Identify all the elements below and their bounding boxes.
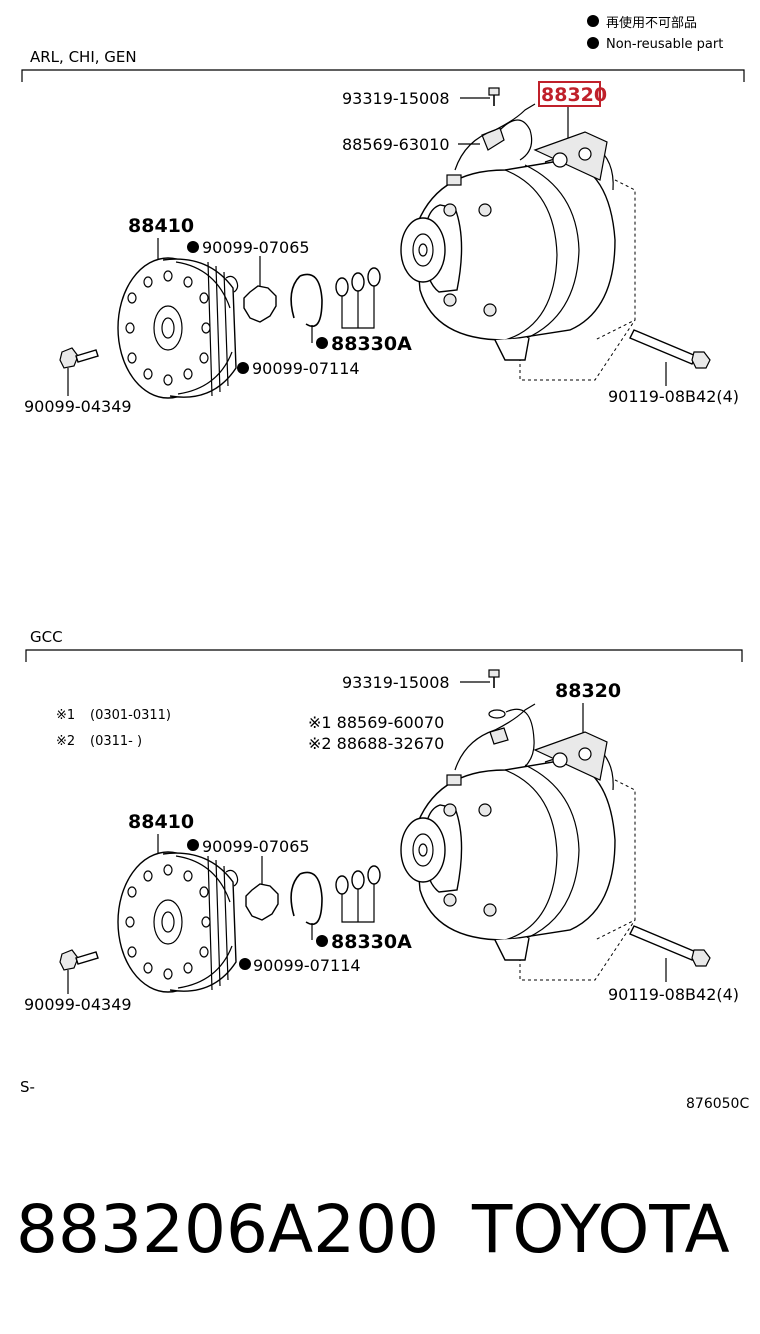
snap-ring-icon xyxy=(243,285,277,323)
shim-set-icon xyxy=(335,267,381,329)
pulley-drawing xyxy=(117,257,239,399)
shim-set-icon xyxy=(335,865,381,923)
label-shims: 88330A xyxy=(331,333,412,355)
legend: 再使用不可部品 Non-reusable part xyxy=(587,15,723,52)
legend-item-jp: 再使用不可部品 xyxy=(606,15,697,31)
section-bracket xyxy=(21,69,745,82)
circlip-icon xyxy=(290,273,323,328)
section-title: GCC xyxy=(30,628,63,646)
note-range-1: (0301-0311) xyxy=(90,708,171,723)
brand-name: TOYOTA xyxy=(472,1191,730,1268)
note-range-2: (0311- ) xyxy=(90,734,142,749)
circlip-icon xyxy=(290,871,323,926)
note-mark-2: ※2 xyxy=(56,734,75,749)
screw-icon xyxy=(488,669,500,688)
legend-bullet-icon xyxy=(587,15,599,27)
pulley-drawing xyxy=(117,851,239,993)
highlight-box xyxy=(538,81,601,107)
label-harness-1: ※1 88569-60070 xyxy=(308,713,444,732)
legend-item-en: Non-reusable part xyxy=(606,37,723,52)
label-pulley: 88410 xyxy=(128,215,194,237)
label-harness-2: ※2 88688-32670 xyxy=(308,734,444,753)
harness-icon xyxy=(488,708,535,781)
footer-code: 876050C xyxy=(686,1096,749,1112)
label-shims: 88330A xyxy=(331,931,412,953)
label-ring1: 90099-07065 xyxy=(202,837,310,856)
section-arl-chi-gen: ARL, CHI, GEN 93319-15008 88569-63010 88… xyxy=(21,48,745,416)
label-ring1: 90099-07065 xyxy=(202,238,310,257)
long-bolt-icon xyxy=(629,925,711,967)
footer-prefix: S- xyxy=(20,1078,35,1096)
label-harness: 88569-63010 xyxy=(342,135,450,154)
label-bolt-small: 90099-04349 xyxy=(24,397,132,416)
section-bracket xyxy=(25,649,743,662)
note-mark-1: ※1 xyxy=(56,708,75,723)
screw-icon xyxy=(488,87,500,106)
section-title: ARL, CHI, GEN xyxy=(30,48,137,66)
label-bolt-long: 90119-08B42(4) xyxy=(608,387,739,406)
label-compressor: 88320 xyxy=(541,84,607,106)
small-bolt-icon xyxy=(59,949,99,971)
snap-ring-icon xyxy=(245,883,279,921)
label-compressor: 88320 xyxy=(555,680,621,702)
label-ring2: 90099-07114 xyxy=(253,956,361,975)
label-screw: 93319-15008 xyxy=(342,673,450,692)
long-bolt-icon xyxy=(629,329,711,369)
small-bolt-icon xyxy=(59,347,99,369)
harness-icon xyxy=(481,119,533,161)
label-pulley: 88410 xyxy=(128,811,194,833)
label-bolt-small: 90099-04349 xyxy=(24,995,132,1014)
label-bolt-long: 90119-08B42(4) xyxy=(608,985,739,1004)
section-gcc: GCC ※1 (0301-0311) ※2 (0311- ) 93319-150… xyxy=(24,628,743,1014)
label-screw: 93319-15008 xyxy=(342,89,450,108)
legend-bullet-icon xyxy=(587,37,599,49)
label-ring2: 90099-07114 xyxy=(252,359,360,378)
part-number: 883206A200 xyxy=(16,1191,440,1268)
